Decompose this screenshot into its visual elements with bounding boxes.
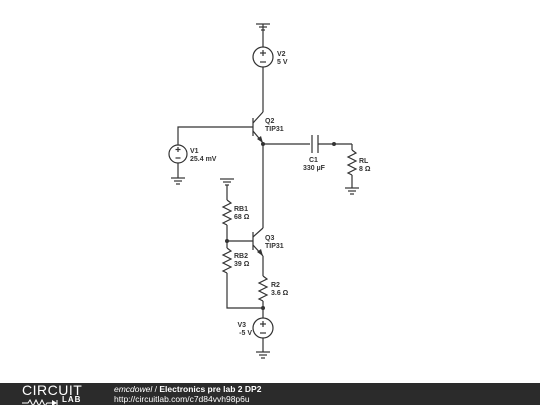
v3-name-label: V3 [237, 322, 246, 329]
breadcrumb-separator: / [152, 384, 160, 394]
q2-name-label: Q2 [265, 118, 274, 125]
c1-name-label: C1 [309, 157, 318, 164]
rb1-value-label: 68 Ω [234, 214, 250, 221]
rb2-value-label: 39 Ω [234, 261, 250, 268]
footer-info: emcdowel / Electronics pre lab 2 DP2 htt… [114, 384, 261, 404]
ground-symbol-v1 [171, 177, 185, 185]
author-link[interactable]: emcdowel [114, 384, 153, 394]
rl-name-label: RL [359, 158, 369, 165]
resistor-rl[interactable] [346, 149, 358, 176]
v1-name-label: V1 [190, 148, 199, 155]
resistor-rb1[interactable] [221, 199, 233, 226]
rb1-name-label: RB1 [234, 206, 248, 213]
transistor-q2[interactable] [252, 111, 264, 144]
logo-text-lab: LAB [62, 395, 82, 404]
v3-value-label: -5 V [239, 330, 252, 337]
junction-dot-r2 [261, 306, 265, 310]
junction-dot-c1 [332, 142, 336, 146]
v2-name-label: V2 [277, 51, 286, 58]
resistor-rb2[interactable] [221, 247, 233, 274]
q2-part-label: TIP31 [265, 126, 284, 133]
circuit-title[interactable]: Electronics pre lab 2 DP2 [159, 384, 262, 394]
capacitor-c1[interactable] [311, 135, 319, 153]
logo-text-circuit: CIRCUIT [22, 382, 83, 398]
transistor-q3[interactable] [252, 227, 264, 257]
q3-part-label: TIP31 [265, 243, 284, 250]
r2-name-label: R2 [271, 282, 280, 289]
voltage-source-v3[interactable] [252, 317, 274, 339]
q3-name-label: Q3 [265, 235, 274, 242]
ground-symbol-rl [345, 187, 359, 195]
circuitlab-logo[interactable]: CIRCUIT LAB [22, 382, 92, 408]
voltage-source-v1[interactable] [168, 144, 188, 164]
logo-resistor-icon [22, 398, 58, 408]
resistor-r2[interactable] [257, 275, 269, 302]
circuit-url-link[interactable]: http://circuitlab.com/c7d84vvh98p6u [114, 394, 250, 404]
r2-value-label: 3.6 Ω [271, 290, 289, 297]
logo-bottom-row: LAB [22, 395, 92, 408]
v2-value-label: 5 V [277, 59, 288, 66]
rl-value-label: 8 Ω [359, 166, 371, 173]
ground-symbol-v3 [256, 351, 270, 359]
footer-bar: CIRCUIT LAB emcdowel / Electronics pre l… [0, 382, 540, 408]
rb2-name-label: RB2 [234, 253, 248, 260]
ground-symbol-rb1 [220, 178, 234, 186]
circuit-schematic: V2 5 V Q2 TIP31 V1 25.4 mV C1 330 µF [168, 23, 371, 359]
c1-value-label: 330 µF [303, 165, 326, 172]
v1-value-label: 25.4 mV [190, 156, 217, 163]
voltage-source-v2[interactable] [252, 46, 274, 68]
